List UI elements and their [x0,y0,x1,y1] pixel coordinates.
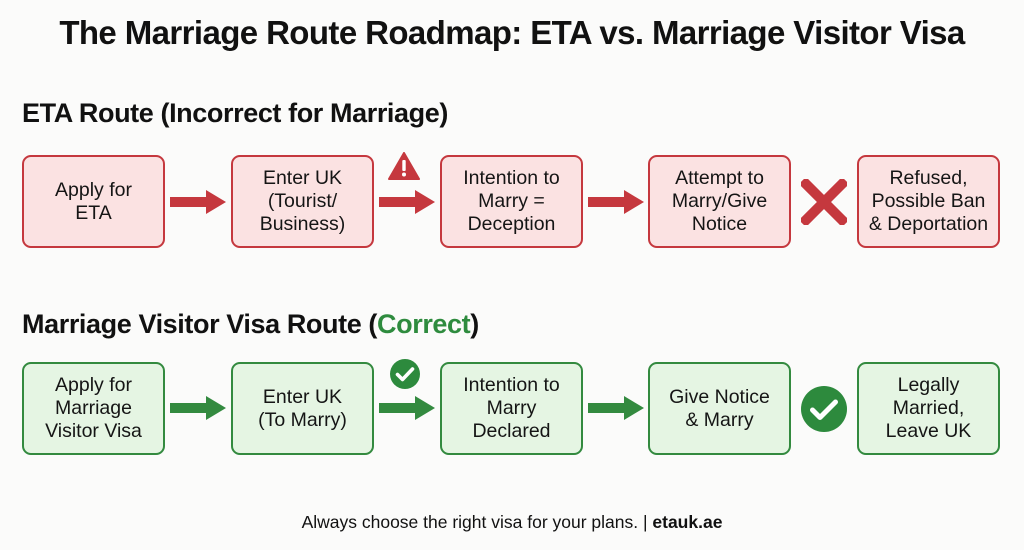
visa-step-notice: Give Notice & Marry [648,362,791,455]
arrow-right-icon [588,396,644,420]
eta-step-apply: Apply for ETA [22,155,165,248]
footer-brand: etauk.ae [652,512,723,532]
arrow-right-icon [170,190,226,214]
visa-step-married: Legally Married, Leave UK [857,362,1000,455]
arrow-right-icon [588,190,644,214]
eta-step-refused: Refused, Possible Ban & Deportation [857,155,1000,248]
page-title: The Marriage Route Roadmap: ETA vs. Marr… [59,14,965,51]
footer: Always choose the right visa for your pl… [0,512,1024,533]
arrow-right-icon [170,396,226,420]
arrow-right-icon [379,396,435,420]
footer-text: Always choose the right visa for your pl… [301,512,653,532]
check-circle-icon [390,359,420,389]
cross-icon [801,179,847,225]
warning-icon [388,152,420,180]
eta-step-intention: Intention to Marry = Deception [440,155,583,248]
eta-step-enter: Enter UK (Tourist/ Business) [231,155,374,248]
visa-step-intention: Intention to Marry Declared [440,362,583,455]
check-circle-icon [801,386,847,432]
correct-label: Correct [377,309,471,339]
visa-route-heading: Marriage Visitor Visa Route (Correct) [22,309,479,339]
visa-step-enter: Enter UK (To Marry) [231,362,374,455]
eta-step-attempt: Attempt to Marry/Give Notice [648,155,791,248]
eta-route-heading: ETA Route (Incorrect for Marriage) [22,98,448,128]
arrow-right-icon [379,190,435,214]
visa-step-apply: Apply for Marriage Visitor Visa [22,362,165,455]
